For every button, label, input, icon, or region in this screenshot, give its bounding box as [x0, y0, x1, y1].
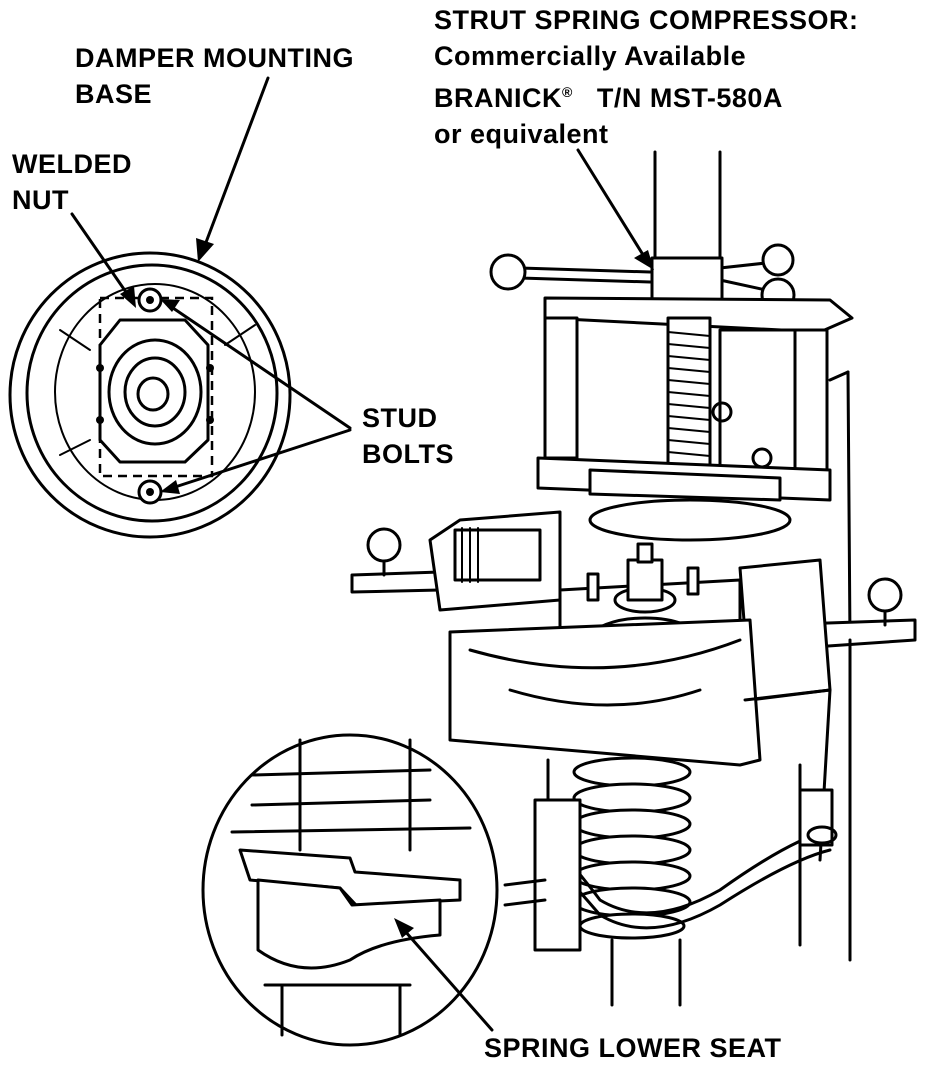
- welded-nut-label-line-1: WELDED: [12, 149, 132, 179]
- registered-mark: ®: [562, 84, 573, 100]
- leader-lines-top-view: [70, 76, 352, 494]
- damper-label-line-1: DAMPER MOUNTING: [75, 43, 354, 73]
- welded-nut-label: WELDED NUT: [12, 146, 132, 218]
- spring-lower-seat-inset: [201, 733, 547, 1047]
- damper-label-line-2: BASE: [75, 79, 153, 109]
- compressor-label-line-3: BRANICK® T/N MST-580A: [434, 74, 859, 116]
- compressor-label-line-1: STRUT SPRING COMPRESSOR:: [434, 5, 859, 35]
- damper-mounting-base-top-view: [8, 251, 292, 539]
- compressor-label-line-2: Commercially Available: [434, 41, 747, 71]
- stud-bolts-label-line-2: BOLTS: [362, 439, 454, 469]
- damper-mounting-base-label: DAMPER MOUNTING BASE: [75, 40, 354, 112]
- strut-spring-compressor-label: STRUT SPRING COMPRESSOR: Commercially Av…: [434, 2, 859, 152]
- lower-coil-spring: [572, 756, 692, 940]
- spring-lower-seat-label: SPRING LOWER SEAT: [484, 1033, 782, 1063]
- stud-bolts-label-line-1: STUD: [362, 403, 438, 433]
- strut-spring-compressor-tool: [350, 150, 917, 1007]
- compressor-brand: BRANICK: [434, 83, 562, 113]
- leader-line-compressor: [576, 148, 654, 270]
- compressor-tool-number: T/N MST-580A: [596, 83, 783, 113]
- welded-nut-label-line-2: NUT: [12, 185, 69, 215]
- stud-bolts-label: STUD BOLTS: [362, 400, 454, 472]
- compressor-label-line-4: or equivalent: [434, 119, 609, 149]
